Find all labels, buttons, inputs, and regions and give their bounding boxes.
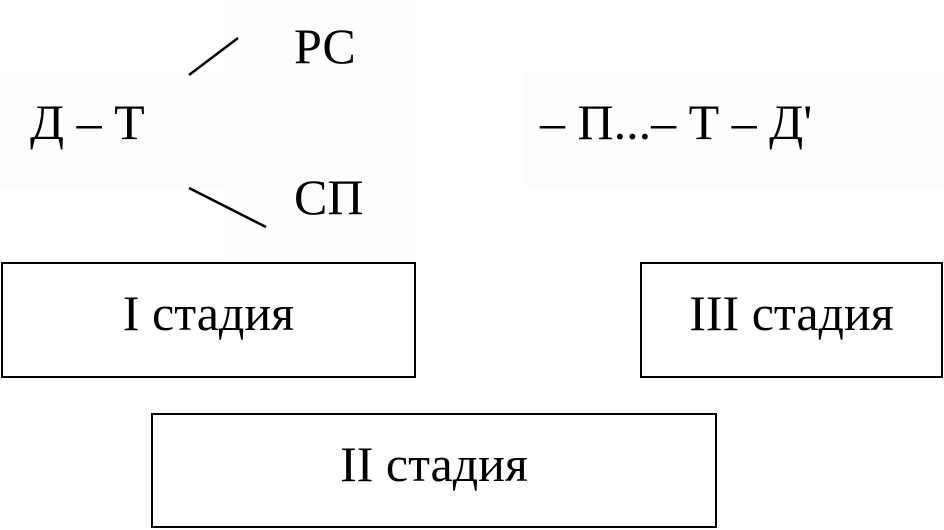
stage-label-2: II стадия <box>340 436 528 492</box>
formula-branch-top: РС <box>294 18 356 74</box>
stage-label-3: III стадия <box>689 285 894 341</box>
connector-line-top <box>188 37 239 76</box>
formula-background-left <box>0 72 225 188</box>
formula-start: Д – Т <box>30 94 145 150</box>
formula-background-middle <box>225 0 415 262</box>
formula-end: – П...– Т – Д' <box>540 94 813 150</box>
stage-box-3: III стадия <box>640 262 943 378</box>
connector-line-bottom <box>188 186 267 229</box>
stage-label-1: I стадия <box>122 285 295 341</box>
formula-branch-bottom: СП <box>294 169 364 225</box>
formula-background-right <box>525 72 944 188</box>
stage-box-1: I стадия <box>1 262 416 378</box>
stage-box-2: II стадия <box>151 413 717 528</box>
